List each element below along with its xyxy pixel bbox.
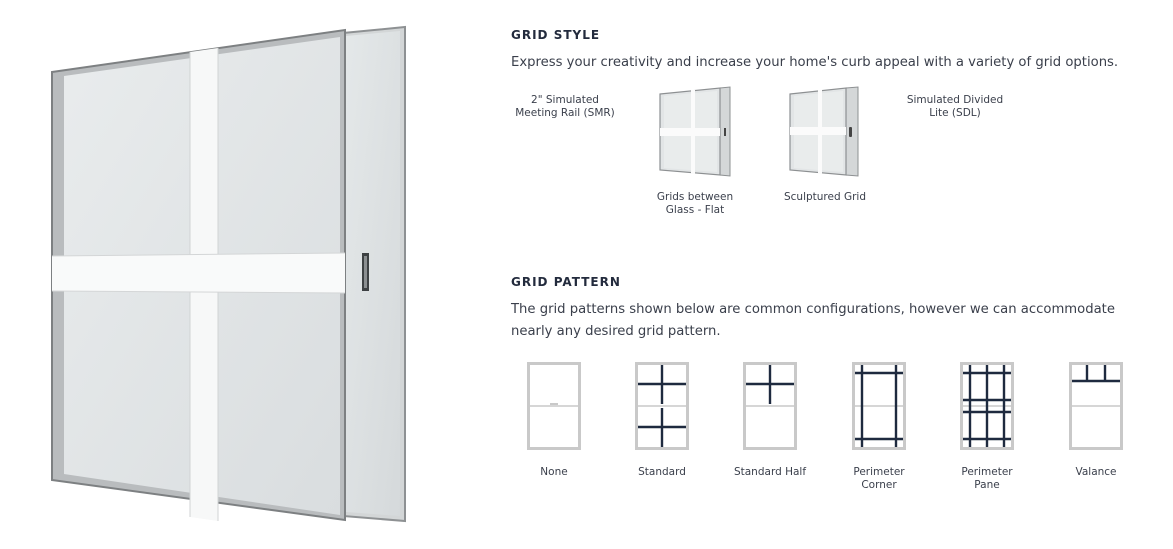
grid-pattern-perimeter-corner[interactable]: Perimeter Corner: [833, 362, 925, 492]
window-none-icon: [527, 362, 581, 450]
grid-pattern-standard-half[interactable]: Standard Half: [724, 362, 816, 492]
grid-pattern-none[interactable]: None: [508, 362, 600, 492]
grid-pattern-label: Standard Half: [733, 466, 807, 478]
window-perimeter-pane-icon: [960, 362, 1014, 450]
grid-style-option-sdl[interactable]: Simulated Divided Lite (SDL): [890, 94, 1020, 134]
window-valance-icon: [1069, 362, 1123, 450]
grid-style-option-label: Simulated Divided Lite (SDL): [906, 94, 1004, 119]
grid-style-option-gbg-flat[interactable]: Grids between Glass - Flat: [645, 84, 745, 219]
grid-style-option-sculptured[interactable]: Sculptured Grid: [775, 84, 875, 219]
grid-pattern-standard[interactable]: Standard: [616, 362, 708, 492]
sculptured-grid-door-thumbnail: [789, 86, 859, 177]
grid-pattern-valance[interactable]: Valance: [1050, 362, 1142, 492]
grid-pattern-label: Standard: [638, 466, 686, 478]
window-standard-icon: [635, 362, 689, 450]
grid-pattern-perimeter-pane[interactable]: Perimeter Pane: [941, 362, 1033, 492]
grid-pattern-label: Perimeter Corner: [853, 466, 905, 491]
grid-pattern-label: Perimeter Pane: [961, 466, 1013, 491]
grid-style-description: Express your creativity and increase you…: [511, 55, 1119, 70]
grid-style-option-smr[interactable]: 2" Simulated Meeting Rail (SMR): [500, 94, 630, 134]
window-standard-half-icon: [743, 362, 797, 450]
grid-style-heading: GRID STYLE: [511, 28, 601, 42]
grid-style-option-label: 2" Simulated Meeting Rail (SMR): [515, 94, 615, 119]
grid-pattern-heading: GRID PATTERN: [511, 275, 621, 289]
gbg-flat-door-thumbnail: [659, 86, 731, 177]
grid-style-option-label: Grids between Glass - Flat: [656, 191, 734, 216]
grid-pattern-description: The grid patterns shown below are common…: [511, 302, 1115, 339]
grid-pattern-label: None: [540, 466, 568, 478]
sliding-door-image: [51, 25, 406, 523]
grid-pattern-label: Valance: [1075, 466, 1117, 478]
window-perimeter-corner-icon: [852, 362, 906, 450]
grid-style-option-label: Sculptured Grid: [783, 191, 867, 203]
